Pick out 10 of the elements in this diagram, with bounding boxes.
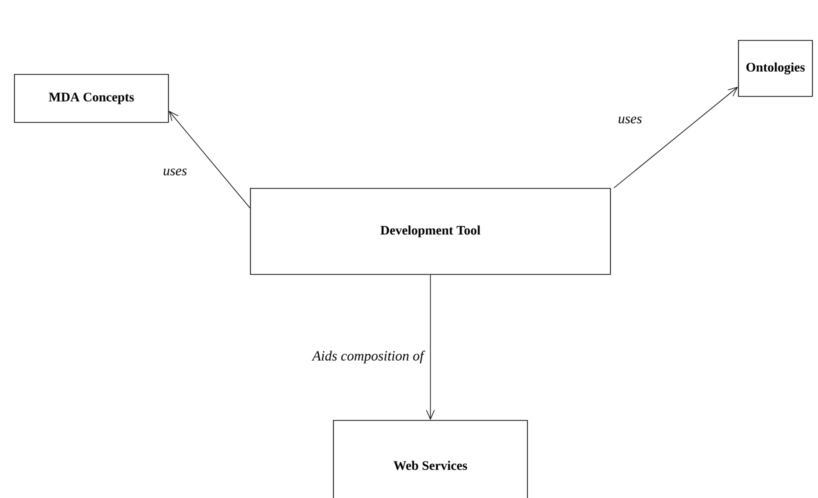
arrow — [613, 86, 738, 188]
process-box: Ontologies — [738, 40, 813, 97]
process-box: Development Tool — [250, 188, 611, 275]
edge-label: uses — [616, 116, 644, 124]
arrow — [426, 274, 435, 420]
arrow — [168, 110, 250, 208]
edge-label: Aids composition of — [311, 350, 426, 364]
edge-label: uses — [162, 168, 188, 176]
process-box: Web Services — [333, 420, 528, 498]
process-box: MDA Concepts — [14, 74, 169, 123]
